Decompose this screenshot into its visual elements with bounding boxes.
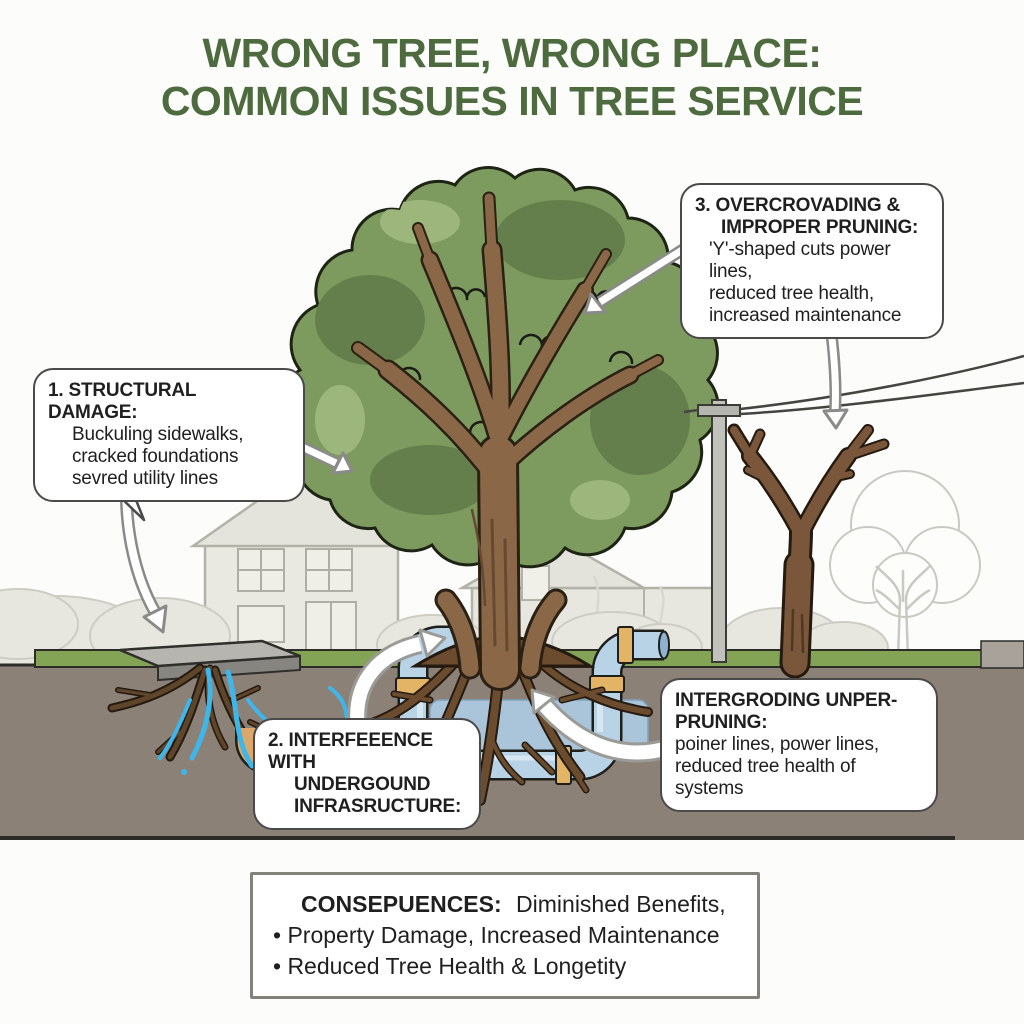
arrow-intergroding-to-roots	[530, 688, 671, 763]
main-tree	[278, 166, 720, 691]
callout-structural-damage: 1. STRUCTURAL DAMAGE: Buckuling sidewalk…	[33, 368, 305, 502]
power-lines	[683, 354, 1024, 416]
callout-heading: 1. STRUCTURAL DAMAGE:	[48, 380, 196, 423]
callout-line: cracked foundations	[72, 446, 239, 467]
callout-line: sevred utility lines	[72, 468, 218, 489]
arrow-overcrowding-to-canopy	[583, 239, 694, 315]
tree-trunk	[351, 191, 664, 691]
consequences-intro: Diminished Benefits,	[516, 891, 726, 917]
pruned-tree	[727, 423, 890, 679]
title-line-2: COMMON ISSUES IN TREE SERVICE	[160, 77, 864, 124]
callout-overcrowding-pruning: 3. OVERCROVADING & IMPROPER PRUNING: 'Y'…	[680, 183, 944, 339]
callout-line: poiner lines, power lines,	[675, 734, 879, 755]
callout-line: systems	[675, 778, 744, 799]
callout-line: reduced tree health of	[675, 756, 856, 777]
callout-heading: 2. INTERFEEENCE WITH	[268, 730, 433, 773]
page-title: WRONG TREE, WRONG PLACE: COMMON ISSUES I…	[0, 30, 1024, 126]
consequences-heading: CONSEPUENCES:	[301, 891, 502, 917]
pavement-right	[980, 640, 1024, 669]
consequences-bullet: • Reduced Tree Health & Longetity	[273, 953, 627, 979]
callout-heading: INFRASRUCTURE:	[294, 796, 462, 817]
callout-heading: 3. OVERCROVADING &	[695, 195, 901, 216]
utility-pole	[697, 399, 741, 663]
ghost-tree	[829, 470, 981, 659]
callout-heading: IMPROPER PRUNING:	[721, 217, 919, 238]
callout-line: increased maintenance	[709, 305, 902, 326]
callout-heading: INTERGRODING UNPER-	[675, 690, 898, 711]
consequences-heading-line: CONSEPUENCES: Diminished Benefits,	[301, 889, 737, 920]
callout-line: Buckuling sidewalks,	[72, 424, 244, 445]
callout-intergroding-pruning: INTERGRODING UNPER- PRUNING: poiner line…	[660, 678, 938, 812]
consequences-bullet: • Property Damage, Increased Maintenance	[273, 922, 720, 948]
callout-line: reduced tree health,	[709, 283, 875, 304]
consequences-box: CONSEPUENCES: Diminished Benefits, • Pro…	[250, 872, 760, 999]
title-line-1: WRONG TREE, WRONG PLACE:	[202, 30, 822, 76]
callout-line: 'Y'-shaped cuts power lines,	[709, 239, 891, 282]
callout-underground-infrastructure: 2. INTERFEEENCE WITH UNDERGOUND INFRASRU…	[253, 718, 481, 830]
callout-heading: UNDERGOUND	[294, 774, 431, 795]
callout-heading: PRUNING:	[675, 712, 768, 733]
bark-streaks	[470, 508, 509, 652]
